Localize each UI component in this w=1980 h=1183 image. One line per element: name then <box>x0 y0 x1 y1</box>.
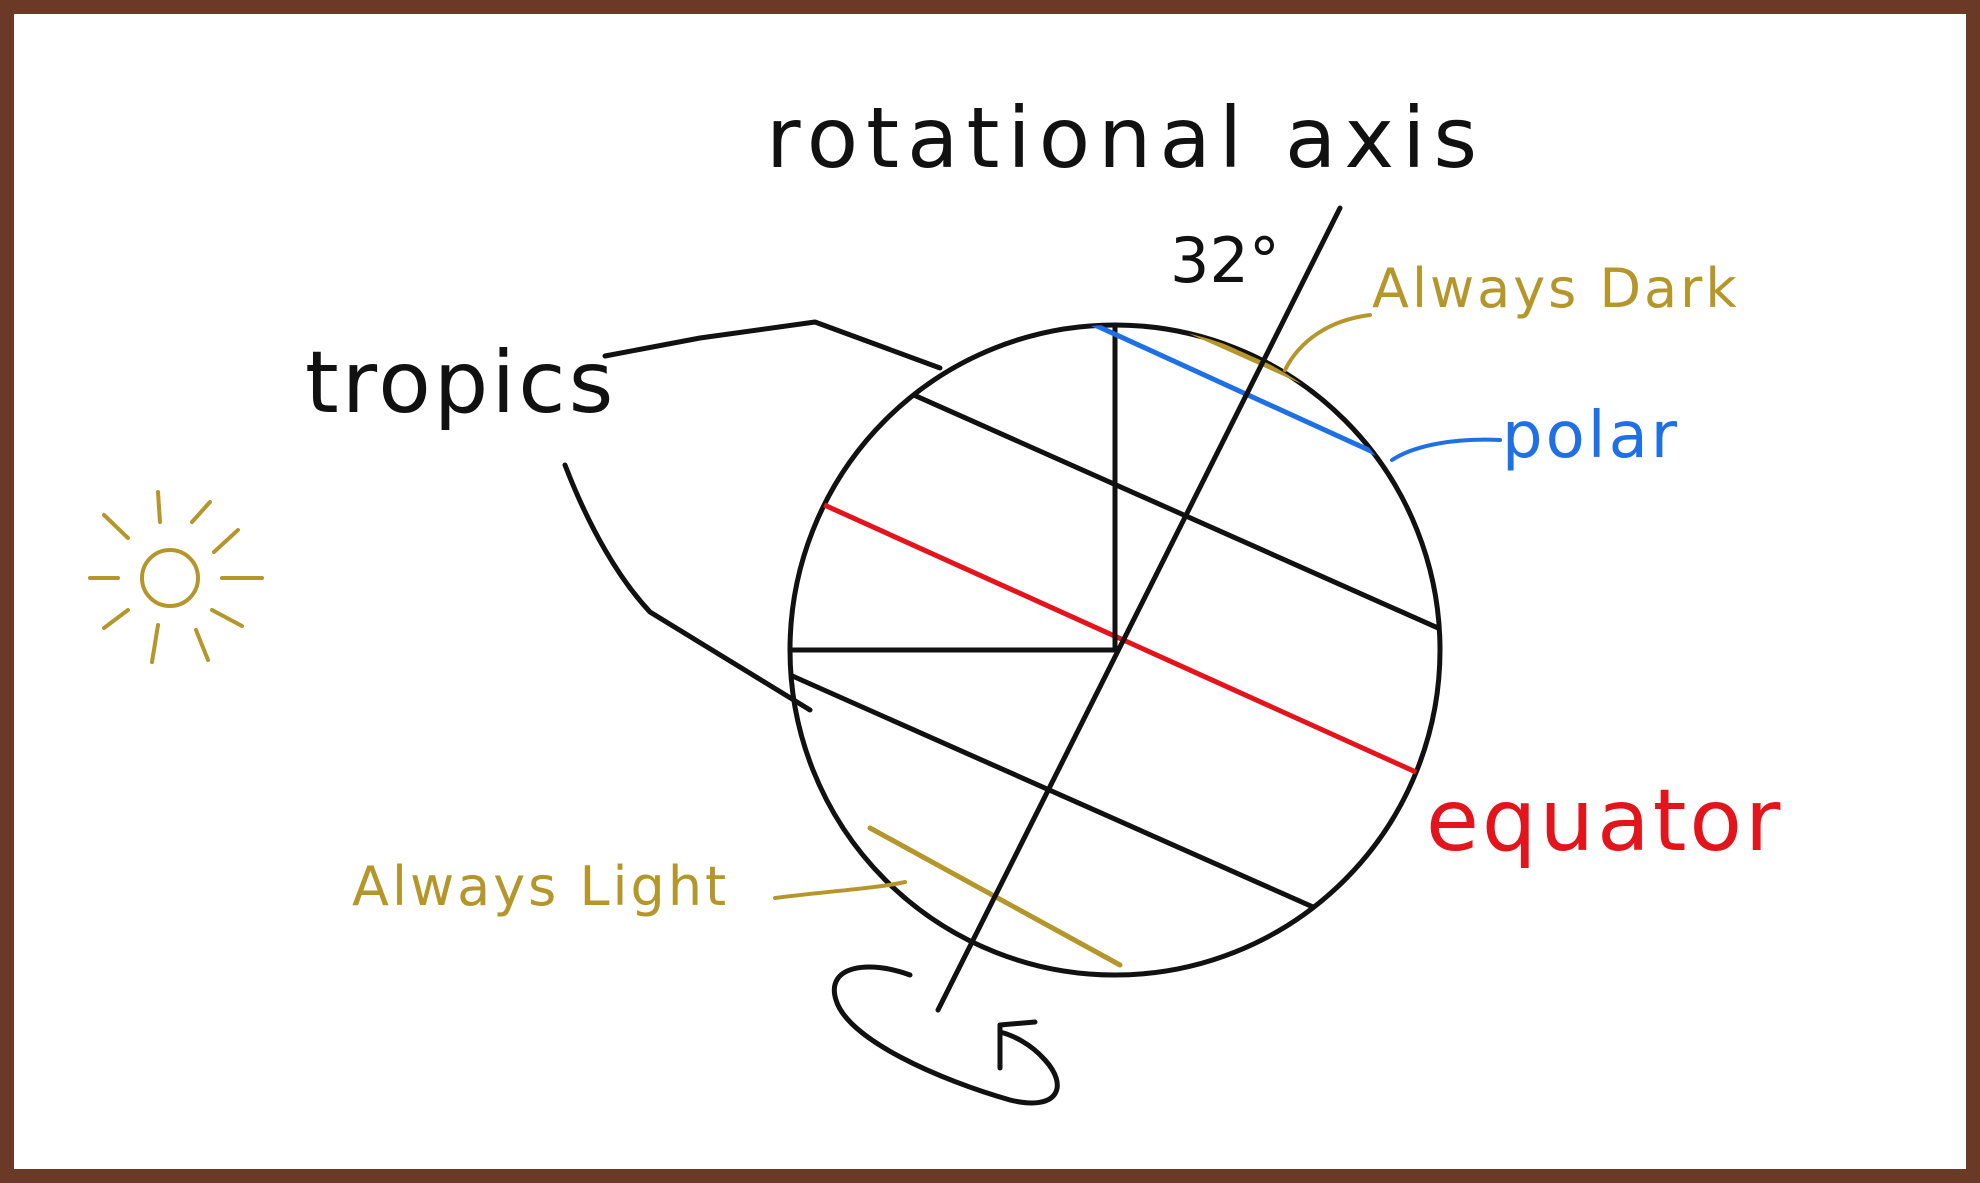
always-dark-label: Always Dark <box>1372 257 1740 320</box>
polar-circle-line <box>1037 325 1440 513</box>
rotational-axis-line <box>935 205 1343 1013</box>
tropics-callout <box>562 319 943 713</box>
tropic-line-north <box>790 325 1440 703</box>
polar-label: polar <box>1502 399 1681 473</box>
equator-label: equator <box>1426 771 1784 871</box>
rotational-axis-label: rotational axis <box>766 89 1486 187</box>
tropics-label: tropics <box>305 333 617 433</box>
equator-line <box>790 482 1440 813</box>
rotation-arrow-icon <box>831 964 1060 1106</box>
polar-callout <box>1390 437 1502 462</box>
diagram-canvas <box>14 14 1966 1169</box>
tilt-angle-label: 32° <box>1170 224 1280 297</box>
always-dark-callout <box>1283 313 1372 372</box>
always-light-callout <box>773 880 907 900</box>
globe-interior-lines <box>790 325 1440 975</box>
sun-icon <box>88 490 264 664</box>
always-light-label: Always Light <box>352 855 730 918</box>
